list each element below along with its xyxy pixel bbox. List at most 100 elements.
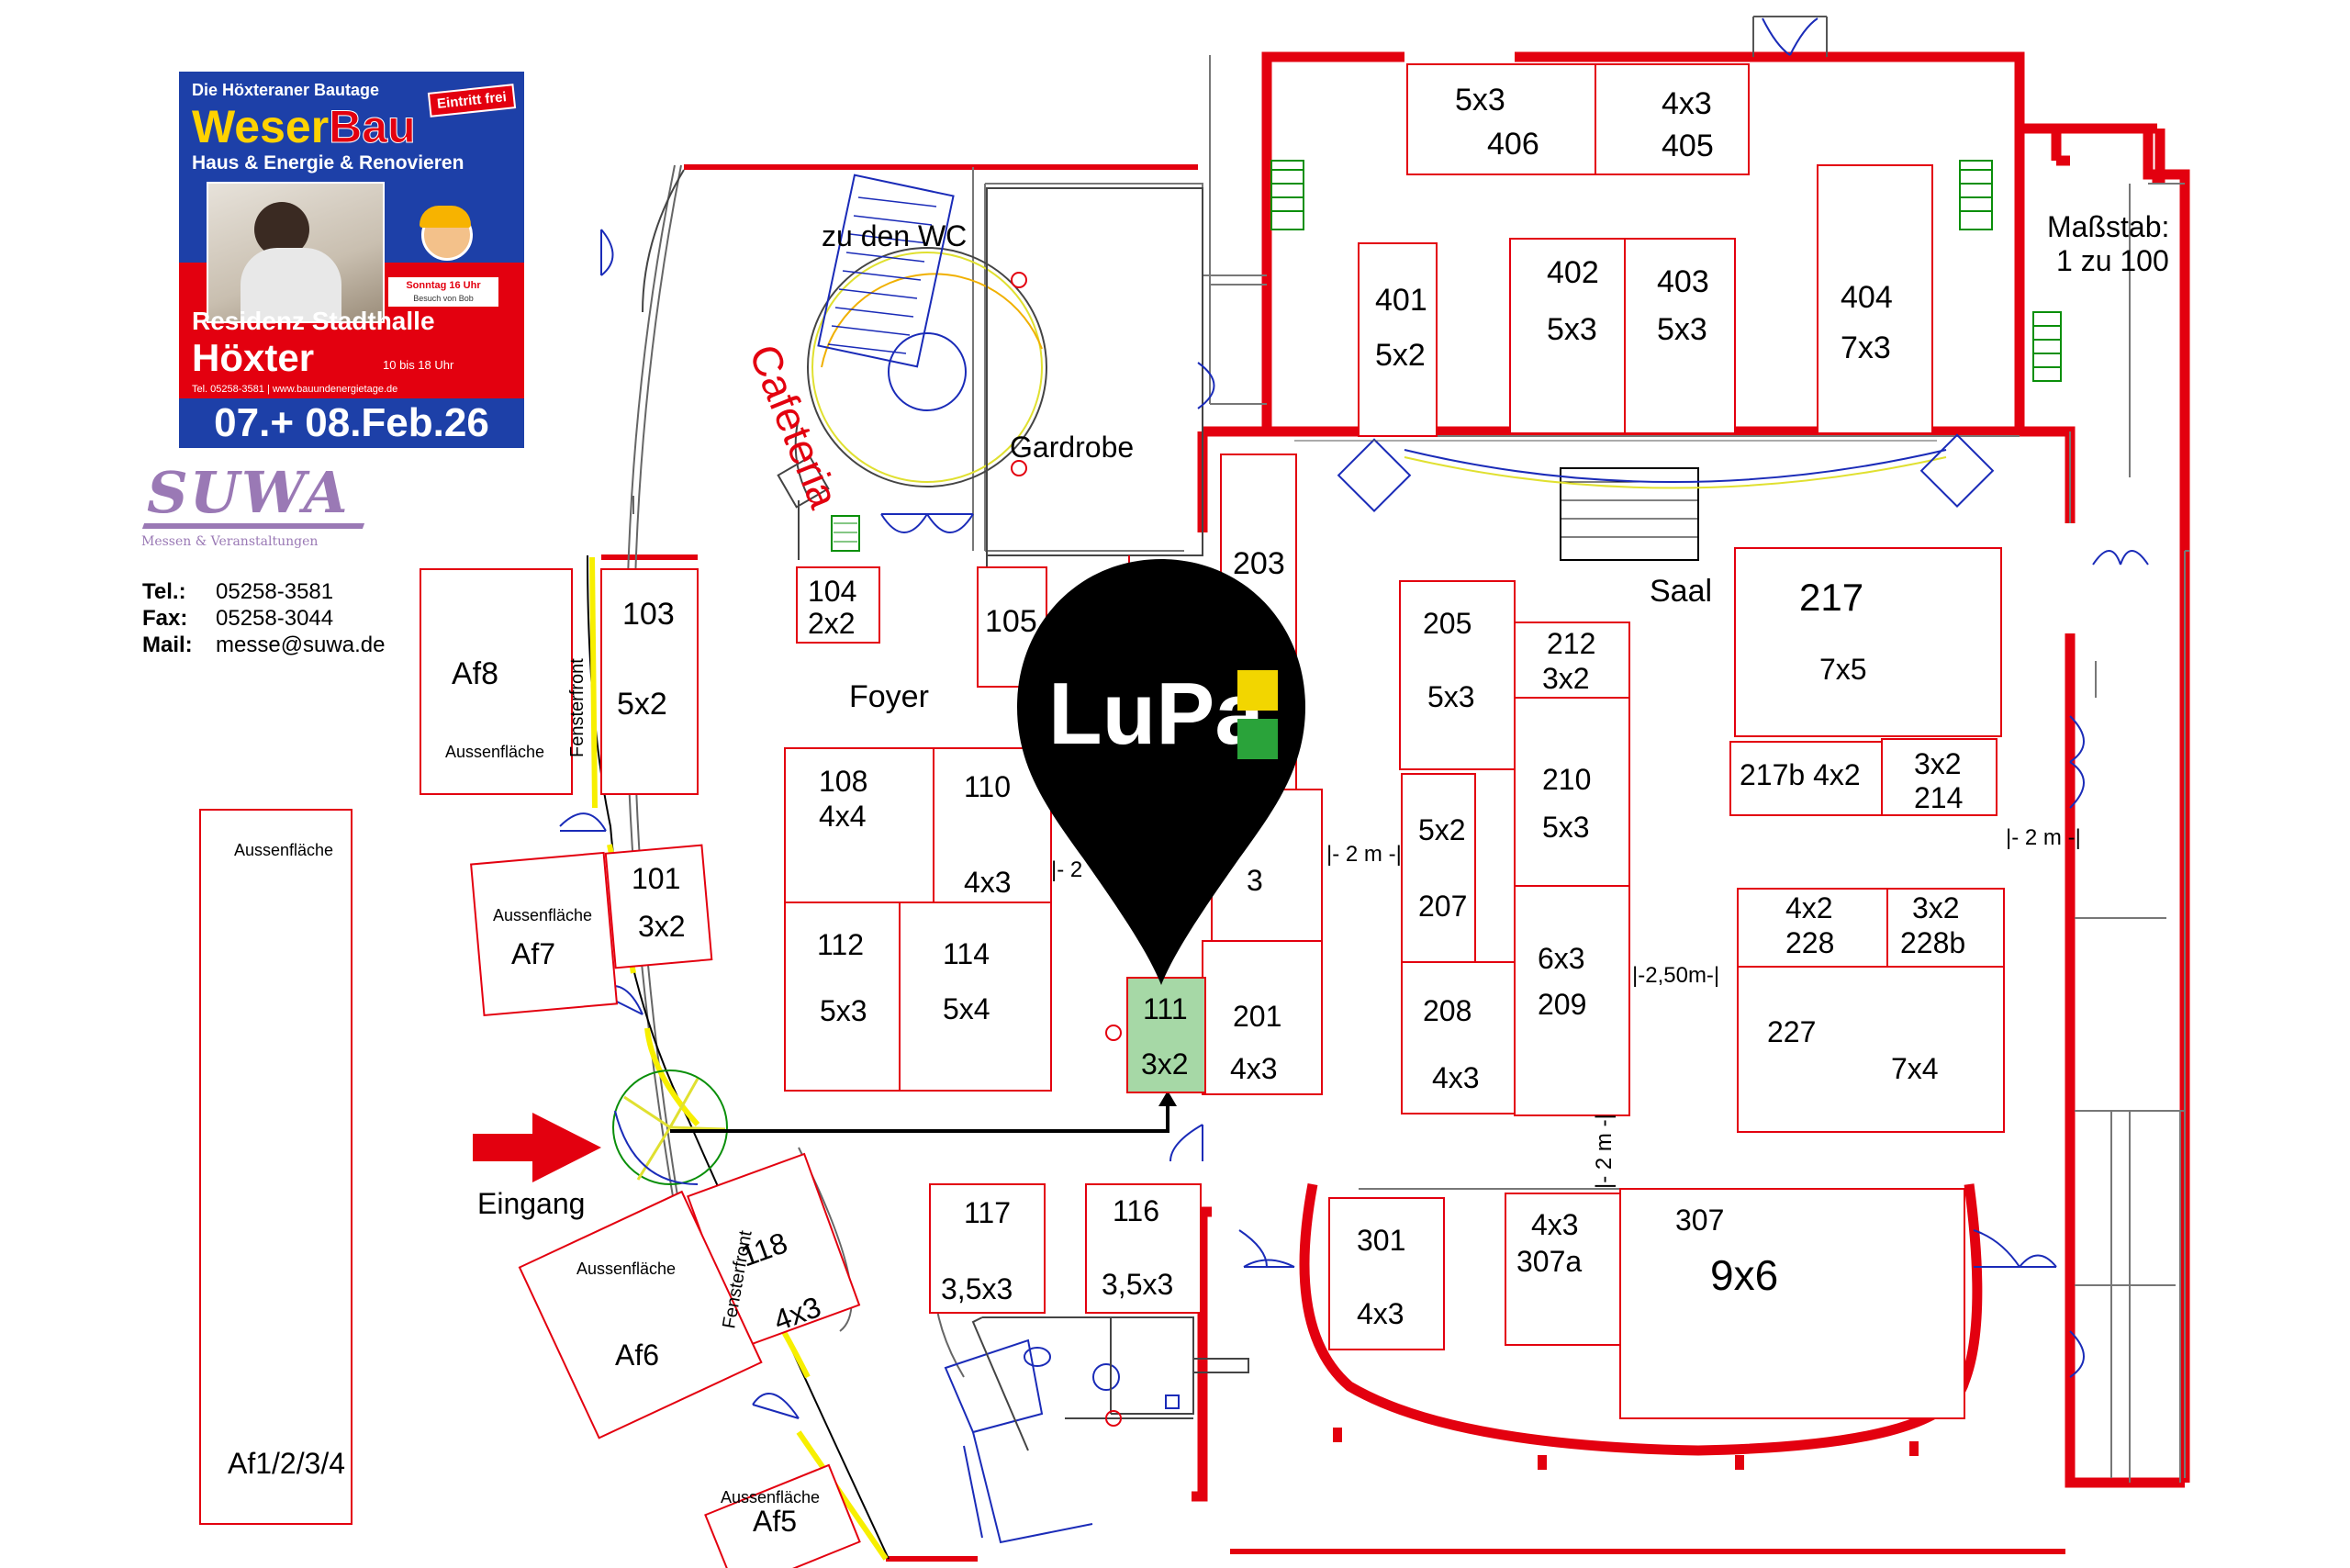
- measure-1: |- 2 m -|: [1326, 842, 1402, 867]
- svg-text:307a: 307a: [1516, 1245, 1582, 1278]
- cafeteria-label: Cafeteria: [740, 338, 848, 515]
- emergency-stairs: [1270, 160, 2062, 382]
- wc-stair: [777, 174, 1047, 552]
- contact-mail: Mail: messe@suwa.de: [142, 632, 385, 658]
- poster-brand-part2: Bau: [329, 101, 416, 153]
- booth-208: [1401, 961, 1516, 1114]
- mascot-note-text: Sonntag 16 Uhr: [406, 280, 481, 291]
- poster-brand-part1: Weser: [192, 101, 330, 152]
- svg-text:214: 214: [1914, 781, 1963, 814]
- measure-4: |- 2 m -|: [1592, 1114, 1617, 1189]
- labels: zu den WC Cafeteria Gardrobe Foyer Saal …: [228, 83, 2169, 1538]
- svg-text:5x3: 5x3: [1427, 680, 1475, 713]
- pin-brand: LuPa: [1048, 665, 1264, 763]
- svg-text:401: 401: [1375, 283, 1427, 318]
- poster-photo: [207, 182, 385, 323]
- svg-text:Aussenfläche: Aussenfläche: [576, 1260, 676, 1278]
- svg-text:5x3: 5x3: [1455, 83, 1505, 118]
- phone-label: Tel.:: [142, 579, 186, 604]
- pin-yellow-square: [1237, 670, 1278, 711]
- poster-kicker: Die Höxteraner Bautage: [192, 81, 380, 99]
- poster-badge: Eintritt frei: [428, 84, 517, 118]
- event-poster: Die Höxteraner Bautage Eintritt frei Wes…: [179, 72, 524, 448]
- svg-text:Aussenfläche: Aussenfläche: [234, 841, 333, 859]
- svg-text:307: 307: [1675, 1204, 1724, 1237]
- svg-text:Af1/2/3/4: Af1/2/3/4: [228, 1447, 345, 1480]
- booth-116: [1085, 1183, 1202, 1314]
- svg-text:Af6: Af6: [615, 1338, 659, 1372]
- booth-307a: [1505, 1193, 1621, 1346]
- svg-text:Af7: Af7: [511, 937, 555, 970]
- booth-103: [600, 568, 699, 795]
- svg-text:5x4: 5x4: [943, 992, 990, 1025]
- svg-text:207: 207: [1418, 890, 1467, 923]
- revolving-door: [612, 1070, 728, 1185]
- booth-af6: [518, 1190, 763, 1439]
- pin-body: [1017, 559, 1305, 985]
- fax-label: Fax:: [142, 606, 188, 631]
- cafeteria-arc: [642, 169, 685, 313]
- svg-text:5x3: 5x3: [1657, 312, 1707, 347]
- svg-text:208: 208: [1423, 994, 1472, 1027]
- wc-room-walls: [971, 1316, 1249, 1451]
- svg-text:4x3: 4x3: [1432, 1061, 1480, 1094]
- pin-green-square: [1237, 719, 1278, 759]
- poster-dates: 07.+ 08.Feb.26: [179, 398, 524, 448]
- svg-text:201: 201: [1233, 1000, 1281, 1033]
- booth-227: [1737, 966, 2005, 1133]
- booth-301: [1328, 1197, 1445, 1350]
- svg-text:117: 117: [964, 1196, 1011, 1229]
- svg-text:5x3: 5x3: [820, 994, 867, 1027]
- svg-text:4x2: 4x2: [1785, 891, 1833, 924]
- svg-text:Aussenfläche: Aussenfläche: [493, 906, 592, 924]
- svg-text:217: 217: [1799, 576, 1863, 619]
- svg-text:2x2: 2x2: [808, 607, 856, 640]
- mail-label: Mail:: [142, 633, 193, 657]
- booth-101: [604, 844, 713, 969]
- booth-405: [1595, 63, 1750, 175]
- svg-text:3x2: 3x2: [1912, 891, 1960, 924]
- suwa-wordmark: SUWA: [147, 459, 350, 526]
- svg-text:210: 210: [1542, 763, 1591, 796]
- svg-text:Aussenfläche: Aussenfläche: [445, 743, 544, 761]
- stage-wall: [1299, 1182, 1983, 1456]
- svg-text:5x3: 5x3: [1547, 312, 1597, 347]
- suwa-underline: [141, 523, 365, 529]
- svg-text:Aussenfläche: Aussenfläche: [721, 1488, 820, 1506]
- lupa-location-pin-icon[interactable]: LuPa: [1010, 555, 1313, 996]
- foyer-label: Foyer: [849, 679, 929, 714]
- scale-label-2: 1 zu 100: [2056, 244, 2169, 277]
- mail-value[interactable]: messe@suwa.de: [216, 633, 386, 657]
- svg-text:9x6: 9x6: [1710, 1251, 1778, 1299]
- booth-111[interactable]: [1126, 977, 1206, 1093]
- measure-3: |-2,50m-|: [1632, 963, 1719, 988]
- svg-text:5x2: 5x2: [1418, 813, 1466, 846]
- svg-text:3,5x3: 3,5x3: [1102, 1268, 1173, 1301]
- svg-text:405: 405: [1662, 129, 1714, 163]
- booth-114: [899, 902, 1052, 1092]
- svg-text:228b: 228b: [1900, 926, 1965, 959]
- booth-205: [1399, 580, 1516, 770]
- svg-text:103: 103: [622, 597, 675, 632]
- route-arrowhead: [1158, 1091, 1177, 1106]
- poster-mascot: Sonntag 16 Uhr Besuch von Bob: [386, 206, 500, 347]
- svg-text:101: 101: [632, 862, 680, 895]
- svg-text:301: 301: [1357, 1224, 1405, 1257]
- svg-text:5x3: 5x3: [1542, 811, 1590, 844]
- svg-text:4x3: 4x3: [1531, 1208, 1579, 1241]
- booth-401: [1358, 242, 1438, 437]
- stage-stairs: [1294, 433, 1995, 561]
- booth-210: [1514, 697, 1630, 887]
- phone-value[interactable]: 05258-3581: [216, 579, 334, 604]
- svg-text:7x4: 7x4: [1891, 1052, 1939, 1085]
- mascot-note: Sonntag 16 Uhr Besuch von Bob: [386, 275, 500, 308]
- booth-207: [1401, 773, 1476, 963]
- svg-text:108: 108: [819, 765, 867, 798]
- poster-contact: Tel. 05258-3581 | www.bauundenergietage.…: [192, 384, 398, 395]
- entrance-label: Eingang: [477, 1187, 585, 1220]
- booths: [199, 63, 2005, 1568]
- wc-label: zu den WC: [822, 219, 967, 252]
- svg-text:403: 403: [1657, 264, 1709, 299]
- booth-112: [784, 902, 901, 1092]
- poster-venue-1: Residenz Stadthalle: [192, 307, 435, 335]
